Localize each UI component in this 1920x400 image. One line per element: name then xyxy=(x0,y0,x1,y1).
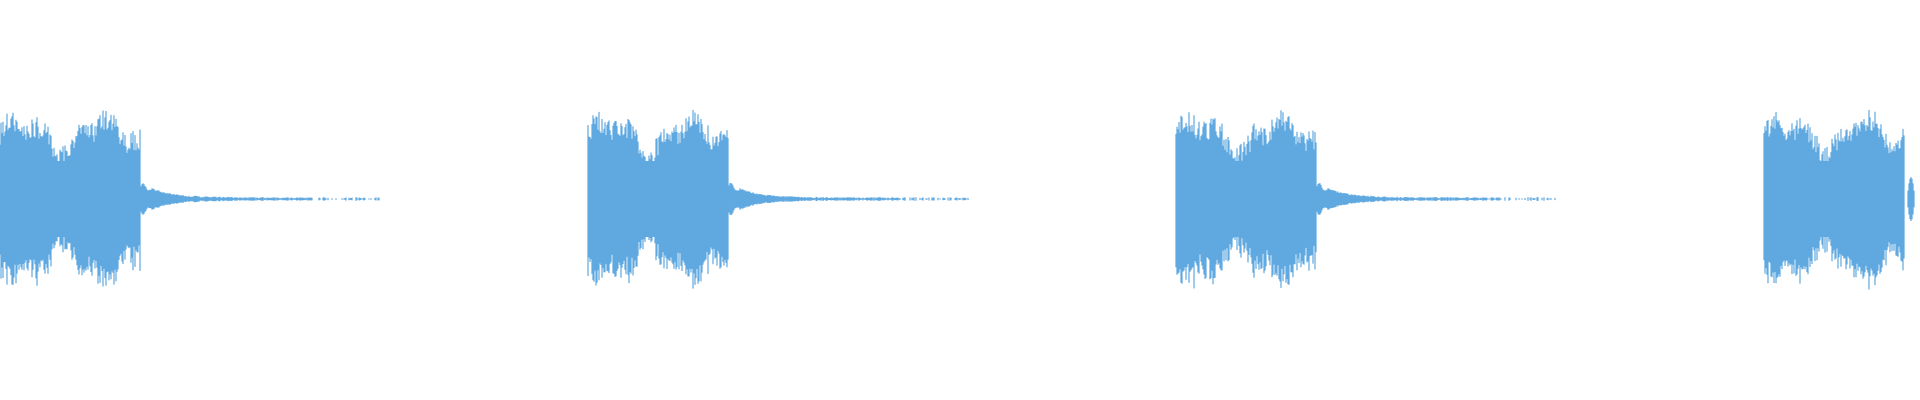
waveform-clip xyxy=(587,110,969,289)
waveform-path xyxy=(0,110,380,287)
waveform-path xyxy=(1175,110,1556,289)
waveform-path xyxy=(1763,110,1915,290)
waveform-clip xyxy=(1175,110,1556,289)
waveform-clip xyxy=(0,110,380,287)
waveform-clip xyxy=(1763,110,1915,290)
waveform-path xyxy=(587,110,969,289)
